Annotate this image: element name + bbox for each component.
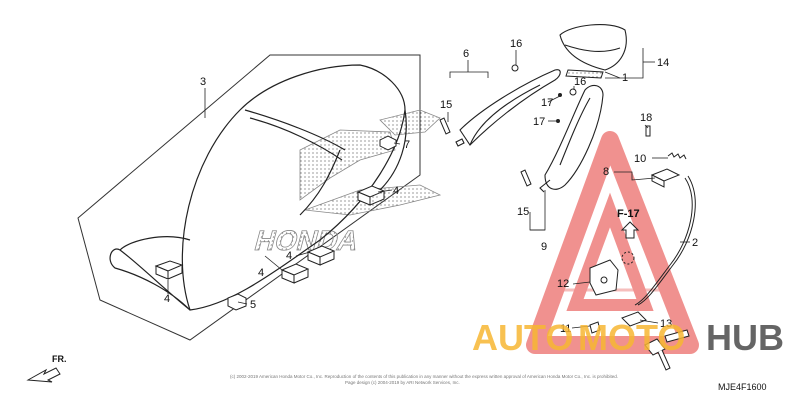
grab-rail-6 <box>455 69 561 147</box>
leader-lines <box>167 48 690 329</box>
rubber-pads-4 <box>154 185 386 284</box>
callout-11: 11 <box>560 323 571 335</box>
rear-cowl-9 <box>539 84 604 193</box>
seat <box>109 64 407 311</box>
spring-10 <box>667 152 687 160</box>
honda-brand-text: HONDA <box>251 225 362 256</box>
ref-arrow-f17 <box>620 221 640 265</box>
watermark-hub: HUB <box>706 317 784 358</box>
callout-16: 16 <box>574 76 586 88</box>
reference-f17: F-17 <box>617 208 640 220</box>
bolt-15 <box>439 117 532 187</box>
callout-4: 4 <box>164 293 170 305</box>
callout-10: 10 <box>634 153 646 165</box>
honda-wing-logo <box>299 109 442 216</box>
key-cylinder-13 <box>621 311 690 371</box>
watermark-text: AUTO MOTO HUB <box>472 317 784 358</box>
callout-4: 4 <box>286 250 292 262</box>
copyright-line-1: (c) 2002-2019 American Honda Motor Co., … <box>230 374 618 379</box>
callout-12: 12 <box>557 278 569 290</box>
callout-5: 5 <box>250 299 256 311</box>
callout-17: 17 <box>533 116 545 128</box>
callout-15: 15 <box>517 206 529 218</box>
callout-18: 18 <box>640 112 652 124</box>
callout-13: 13 <box>660 318 672 330</box>
seat-cowl-14 <box>559 24 627 71</box>
callout-17: 17 <box>541 97 553 109</box>
watermark-moto: MOTO <box>578 317 685 358</box>
callout-14: 14 <box>657 57 669 69</box>
seal-1 <box>565 69 604 79</box>
callout-4: 4 <box>393 185 399 197</box>
lock-bracket-12 <box>589 259 619 296</box>
bolt-16 <box>511 64 577 96</box>
callout-16: 16 <box>510 38 522 50</box>
callout-1: 1 <box>622 72 628 84</box>
front-direction-arrow: FR. <box>26 354 67 383</box>
callout-labels: 3 6 16 14 1 16 17 15 17 7 18 10 8 4 15 9… <box>164 38 698 335</box>
callout-9: 9 <box>541 241 547 253</box>
diagram-code: MJE4F1600 <box>718 382 767 392</box>
cushion-5 <box>227 293 247 311</box>
screw-17 <box>556 93 562 123</box>
watermark-auto: AUTO <box>472 317 573 358</box>
seat-lock-cable-2 <box>634 175 696 306</box>
seat-group-frame <box>77 54 421 341</box>
callout-7: 7 <box>404 139 410 151</box>
callout-6: 6 <box>463 48 469 60</box>
callout-4: 4 <box>258 267 264 279</box>
clip-11 <box>589 321 601 334</box>
hinge-10 <box>650 168 681 188</box>
callout-3: 3 <box>200 76 206 88</box>
callout-15: 15 <box>440 99 452 111</box>
fr-label: FR. <box>52 354 67 364</box>
bolt-18 <box>645 125 651 137</box>
nut-7 <box>379 135 397 151</box>
callout-2: 2 <box>692 237 698 249</box>
copyright-line-2: Page design (c) 2004-2019 by ARI Network… <box>345 380 460 385</box>
callout-8: 8 <box>603 166 609 178</box>
